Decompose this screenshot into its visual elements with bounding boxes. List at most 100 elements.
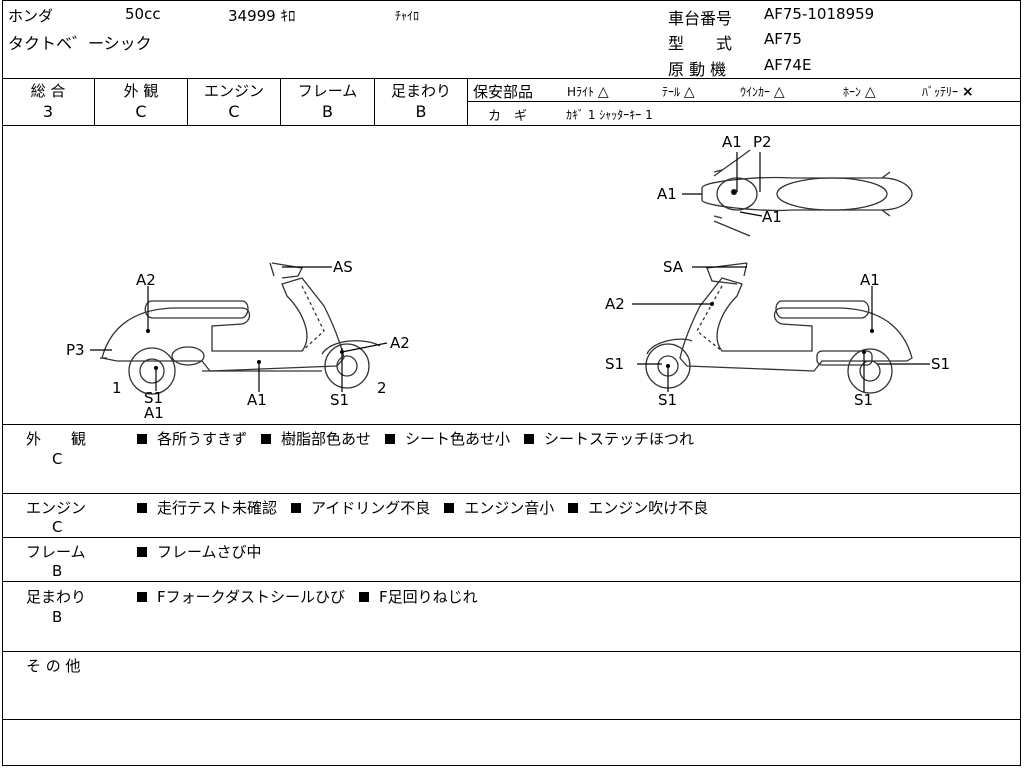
bullet-icon <box>385 434 396 444</box>
displacement: 50cc <box>125 5 161 23</box>
section-title-suspension: 足まわり <box>26 588 87 606</box>
section-grade-exterior: C <box>52 450 63 468</box>
engine-label: 原 動 機 <box>668 60 727 79</box>
section-items-frame: フレームさび中 <box>137 541 276 562</box>
horn-mark: △ <box>864 84 876 100</box>
label-s1-front: S1 <box>144 389 163 407</box>
tail-mark: △ <box>683 84 695 100</box>
divider <box>2 424 1021 425</box>
label-a2-right-view: A2 <box>605 295 625 313</box>
maker: ホンダ <box>8 7 54 25</box>
divider <box>2 581 1021 582</box>
label-a2-top: A2 <box>136 271 156 289</box>
label-s1-right: S1 <box>931 355 950 373</box>
label-as: AS <box>333 258 353 276</box>
bullet-icon <box>137 547 147 557</box>
key-label: カ ギ <box>488 109 528 124</box>
scooter-right-side <box>645 262 913 394</box>
bullet-icon <box>524 434 535 444</box>
divider <box>468 101 1021 102</box>
bullet-icon <box>261 434 272 444</box>
grade-label-exterior: 外 観 <box>123 82 159 100</box>
grade-label-overall: 総 合 <box>30 82 66 100</box>
list-item: エンジン音小 <box>464 499 555 517</box>
damage-dots <box>146 302 874 370</box>
label-num1: 1 <box>112 379 122 397</box>
frame-no-label: 車台番号 <box>668 9 733 28</box>
list-item: 走行テスト未確認 <box>157 499 278 517</box>
bullet-icon <box>291 503 302 513</box>
divider <box>2 537 1021 538</box>
grade-label-frame: フレーム <box>297 82 358 100</box>
label-s1-front-right-view: S1 <box>658 391 677 409</box>
color: ﾁｬｲﾛ <box>395 9 420 23</box>
scooter-top-view <box>701 149 913 237</box>
safety-item-tail: ﾃｰﾙ △ <box>662 84 695 100</box>
label-a2-right: A2 <box>390 334 410 352</box>
label-p3: P3 <box>66 341 85 359</box>
grade-value-suspension: B <box>415 102 427 121</box>
label-s1-rear-right-view: S1 <box>854 391 873 409</box>
mileage: 34999 ｷﾛ <box>228 7 296 25</box>
safety-label: 保安部品 <box>473 83 534 101</box>
scooter-left-side <box>100 262 381 395</box>
divider <box>374 78 375 125</box>
section-grade-suspension: B <box>52 608 63 626</box>
section-items-engine: 走行テスト未確認 アイドリング不良 エンジン音小 エンジン吹け不良 <box>137 497 722 518</box>
bullet-icon <box>137 434 147 444</box>
list-item: Fフォークダストシールひび <box>157 588 346 606</box>
divider <box>467 78 468 125</box>
damage-diagram: AS A2 A2 P3 1 S1 A1 A1 S1 2 SA A2 A1 S1 … <box>66 133 950 422</box>
divider <box>280 78 281 125</box>
grade-value-exterior: C <box>135 102 147 121</box>
safety-item-winker: ｳｲﾝｶｰ △ <box>740 84 785 100</box>
label-a1-bottom-top: A1 <box>762 208 782 226</box>
bullet-icon <box>137 503 147 513</box>
type-label: 型 式 <box>668 34 733 53</box>
grade-value-frame: B <box>322 102 333 121</box>
key-value: ｶｷﾞ 1 ｼｬｯﾀｰｷｰ 1 <box>566 108 653 122</box>
section-items-suspension: Fフォークダストシールひび F足回りねじれ <box>137 586 492 607</box>
type-value: AF75 <box>764 30 802 48</box>
headlight-mark: △ <box>597 84 609 100</box>
list-item: アイドリング不良 <box>311 499 431 517</box>
frame-no-value: AF75-1018959 <box>764 5 875 23</box>
list-item: エンジン吹け不良 <box>588 499 709 517</box>
section-title-frame: フレーム <box>26 543 86 561</box>
battery-mark: × <box>961 84 974 100</box>
divider <box>2 78 1021 79</box>
engine-value: AF74E <box>764 56 812 74</box>
grade-value-overall: 3 <box>42 102 54 121</box>
label-a1-top: A1 <box>722 133 742 151</box>
divider <box>2 493 1021 494</box>
section-title-exterior: 外 観 <box>26 430 87 448</box>
safety-item-battery: ﾊﾞｯﾃﾘｰ × <box>922 84 974 100</box>
grade-label-engine: エンジン <box>203 82 264 100</box>
divider <box>2 719 1021 720</box>
list-item: F足回りねじれ <box>379 588 478 606</box>
list-item: 各所うすきず <box>157 430 248 448</box>
label-a1-front: A1 <box>144 404 164 422</box>
section-title-engine: エンジン <box>26 499 87 517</box>
divider <box>187 78 188 125</box>
label-s1-rear: S1 <box>330 391 349 409</box>
label-sa: SA <box>663 258 684 276</box>
safety-item-headlight: Hﾗｲﾄ △ <box>567 84 609 100</box>
bullet-icon <box>568 503 579 513</box>
label-a1-right-view: A1 <box>860 271 880 289</box>
label-a1-left-top: A1 <box>657 185 677 203</box>
section-title-other: そ の 他 <box>26 657 81 675</box>
label-s1-left: S1 <box>605 355 624 373</box>
list-item: シートステッチほつれ <box>544 430 695 448</box>
bullet-icon <box>359 592 370 602</box>
diagram-labels: AS A2 A2 P3 1 S1 A1 A1 S1 2 SA A2 A1 S1 … <box>66 133 950 422</box>
grade-label-suspension: 足まわり <box>390 82 451 100</box>
list-item: シート色あせ小 <box>405 430 511 448</box>
section-items-exterior: 各所うすきず樹脂部色あせシート色あせ小シートステッチほつれ <box>137 428 708 449</box>
section-grade-frame: B <box>52 562 63 580</box>
divider <box>94 78 95 125</box>
model-name: タクトベ゛ーシック <box>8 34 152 53</box>
label-p2: P2 <box>753 133 772 151</box>
divider <box>2 651 1021 652</box>
